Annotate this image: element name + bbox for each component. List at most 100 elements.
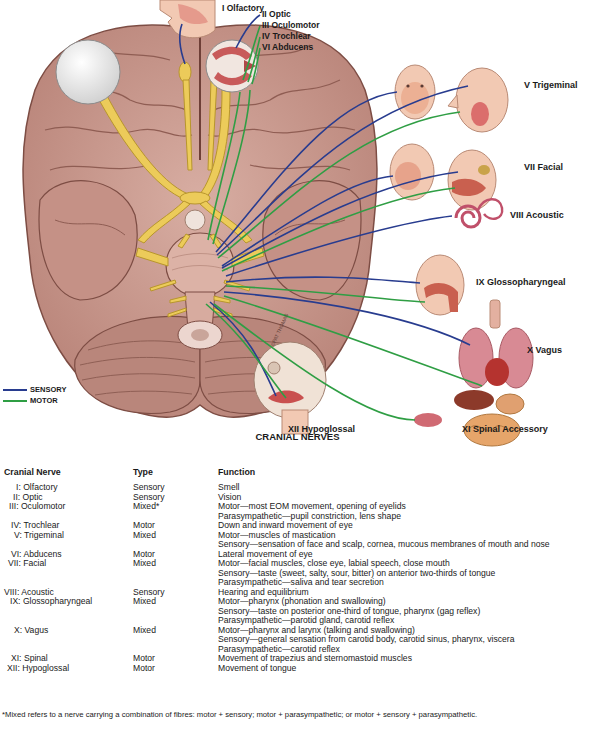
table-cell: XI: Spinal [11, 654, 48, 663]
table-cell: Parasympathetic—parotid gland, carotid r… [218, 616, 394, 625]
sensory-fibre [222, 176, 393, 266]
nerve-label: VII Facial [524, 163, 563, 172]
folia-line [95, 391, 192, 395]
legend-label: SENSORY [30, 386, 66, 394]
table-cell: Sensory—taste (sweet, salty, sour, bitte… [218, 569, 495, 578]
nose-bump [448, 95, 458, 108]
motor-fibre [222, 188, 455, 271]
folia-line [80, 357, 195, 365]
table-cell: Motor [133, 521, 155, 530]
table-cell: Mixed [133, 531, 156, 540]
table-cell: V: Trigeminal [14, 531, 64, 540]
nerve-root [178, 234, 190, 248]
table-cell: Parasympathetic—pupil constriction, lens… [218, 512, 401, 521]
temporal-lobe [39, 181, 137, 300]
table-cell: Mixed [133, 559, 156, 568]
table-cell: Motor [133, 654, 155, 663]
trapezius-muscle [414, 413, 442, 427]
motor-fibre [206, 304, 286, 398]
pharynx [424, 283, 458, 312]
table-cell: III: Oculomotor [9, 502, 65, 511]
nerve-label: IX Glossopharyngeal [476, 278, 566, 287]
spinal-cord-section [178, 321, 222, 349]
table-cell: Motor—pharynx and larynx (talking and sw… [218, 626, 415, 635]
nerve-label: I Olfactory [222, 4, 264, 13]
table-cell: Sensory—sensation of face and scalp, cor… [218, 540, 550, 549]
table-cell: Vision [218, 493, 241, 502]
salivary-gland [478, 165, 490, 175]
gyrus-line [208, 127, 355, 136]
table-cell: I: Olfactory [16, 483, 58, 492]
table-cell: Motor—facial muscles, close eye, labial … [218, 559, 450, 568]
nerve-label: VI Abducens [262, 43, 313, 52]
table-cell: Parasympathetic—carotid reflex [218, 645, 340, 654]
pituitary [185, 210, 205, 230]
table-cell: Motor—pharynx (phonation and swallowing) [218, 597, 386, 606]
eye-dot [406, 84, 409, 87]
sensory-fibre [226, 216, 452, 276]
nerve-root [168, 308, 186, 317]
nose-inset [160, 0, 215, 38]
nasal-cavity [178, 4, 208, 24]
eyeball [206, 40, 258, 92]
table-cell: Motor [133, 550, 155, 559]
gyrus-line [55, 220, 125, 235]
sensory-fibre [236, 15, 260, 48]
head-profile [390, 144, 434, 200]
olfactory-bulb [179, 62, 191, 82]
brain-outline [23, 25, 377, 417]
table-cell: Motor [133, 664, 155, 673]
nerve-root [170, 296, 186, 303]
skull [254, 342, 326, 418]
oral-cavity [452, 179, 486, 196]
target-icons [254, 65, 533, 446]
column-header: Cranial Nerve [4, 468, 61, 477]
legend-label: MOTOR [30, 397, 58, 405]
table-cell: X: Vagus [14, 626, 48, 635]
folia-line [88, 341, 195, 350]
eyes [56, 40, 258, 104]
legend-line-sample [3, 389, 27, 391]
sensory-fibre [226, 277, 420, 283]
table-cell: VIII: Acoustic [4, 588, 54, 597]
motor-fibre [252, 48, 260, 84]
larynx [490, 300, 500, 328]
optic-nerve [98, 92, 188, 200]
motor-fibre [213, 90, 250, 244]
legend-line-sample [3, 400, 27, 402]
table-cell: Hearing and equilibrium [218, 588, 309, 597]
table-cell: IV: Trochlear [11, 521, 59, 530]
heart [485, 358, 509, 386]
semicircular-canals [478, 199, 502, 219]
masseter-muscle [471, 102, 489, 126]
liver [454, 390, 494, 410]
optic-tract [138, 201, 190, 243]
table-cell: Mixed [133, 626, 156, 635]
motor-fibres [206, 26, 482, 420]
eye-muscle [214, 72, 252, 85]
longitudinal-fissure [199, 30, 201, 160]
table-cell: Mixed [133, 597, 156, 606]
table-cell: Sensory [133, 493, 165, 502]
table-cell: Sensory—taste on posterior one-third of … [218, 607, 480, 616]
head-section [416, 255, 464, 315]
grey-matter [191, 329, 209, 341]
face-front [395, 65, 435, 119]
head-profile [456, 68, 508, 132]
sensory-fibre [217, 86, 468, 255]
olfactory-tract [183, 80, 192, 170]
table-cell: Lateral movement of eye [218, 550, 313, 559]
table-cell: Sensory [133, 483, 165, 492]
table-cell: VI: Abducens [11, 550, 62, 559]
nerve-root [150, 280, 176, 291]
stomach [496, 394, 524, 414]
eye-dot [420, 84, 423, 87]
orbit [268, 362, 280, 374]
optic-nerve [200, 90, 230, 198]
table-cell: IX: Glossopharyngeal [10, 597, 92, 606]
table-cell: VII: Facial [8, 559, 46, 568]
table-cell: Down and inward movement of eye [218, 521, 353, 530]
cranial-nerve-roots [98, 62, 264, 317]
cochlea [456, 206, 480, 227]
table-cell: Motor—muscles of mastication [218, 531, 335, 540]
